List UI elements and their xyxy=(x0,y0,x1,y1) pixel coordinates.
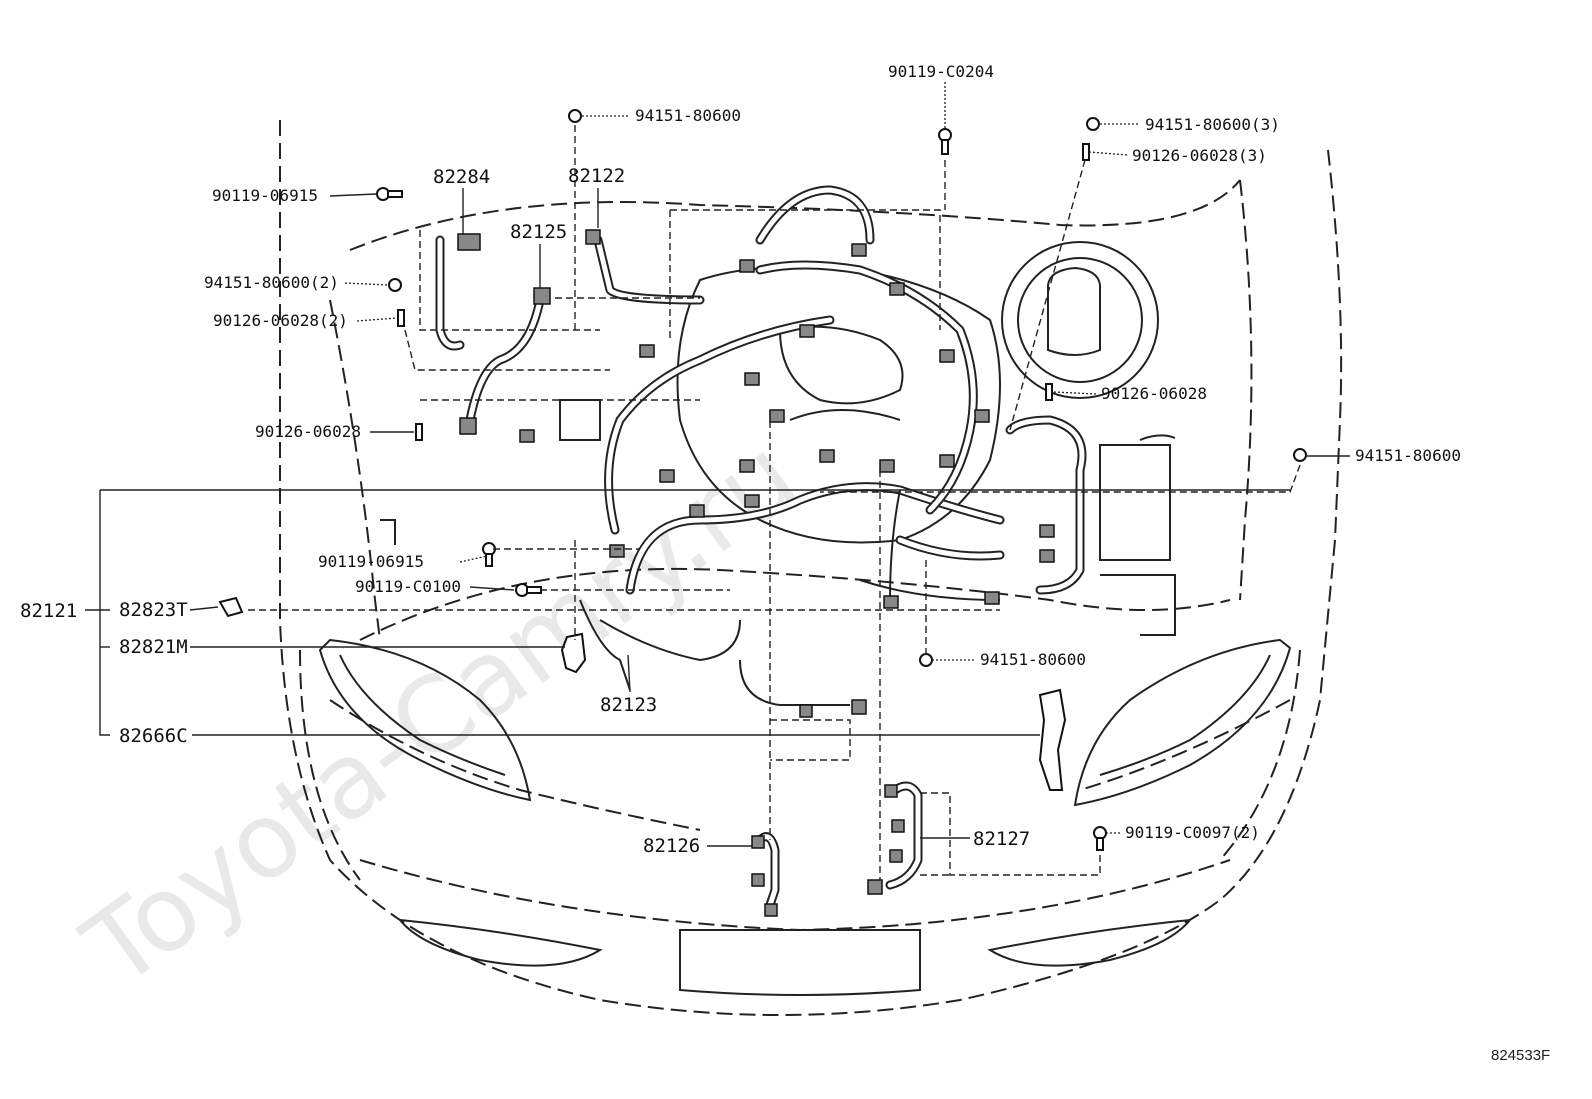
label-82821m: 82821M xyxy=(119,636,188,658)
bolt-90119-c0097-2 xyxy=(1093,826,1107,851)
clip-82823t xyxy=(218,596,244,618)
wire-82122 xyxy=(585,229,705,305)
fasteners xyxy=(376,109,1307,851)
callout-labels: 90119-C0204 94151-80600 94151-80600(3) 9… xyxy=(20,62,1461,857)
label-82666c: 82666C xyxy=(119,725,188,747)
label-90119-c0100: 90119-C0100 xyxy=(355,577,461,596)
bolt-90119-c0204 xyxy=(938,128,952,155)
leader-lines xyxy=(85,82,1350,847)
label-82284: 82284 xyxy=(433,166,490,188)
label-94151-80600-top: 94151-80600 xyxy=(635,106,741,125)
label-90126-06028-left: 90126-06028 xyxy=(255,422,361,441)
engine-wire-harness xyxy=(519,185,1087,718)
label-82122: 82122 xyxy=(568,165,625,187)
stud-90126-06028-3 xyxy=(1082,143,1090,161)
stud-90126-06028-2 xyxy=(397,309,405,327)
stud-90126-06028-left xyxy=(415,423,423,441)
bracket-82666c xyxy=(1038,688,1067,791)
label-90119-06915-top: 90119-06915 xyxy=(212,186,318,205)
label-82823t: 82823T xyxy=(119,599,188,621)
nut-94151-80600-2 xyxy=(388,278,402,292)
wire-82125 xyxy=(459,287,551,435)
reference-lines xyxy=(248,125,1301,880)
stud-90126-06028-right xyxy=(1045,383,1053,401)
label-82126: 82126 xyxy=(643,835,700,857)
nut-94151-80600-low xyxy=(919,653,933,667)
label-94151-80600-3: 94151-80600(3) xyxy=(1145,115,1280,134)
label-90119-c0097-2: 90119-C0097(2) xyxy=(1125,823,1260,842)
engine-bay-components xyxy=(380,241,1176,636)
label-94151-80600-right: 94151-80600 xyxy=(1355,446,1461,465)
label-82123: 82123 xyxy=(600,694,657,716)
figure-id: 824533F xyxy=(1491,1047,1550,1064)
label-90126-06028-right: 90126-06028 xyxy=(1101,384,1207,403)
nut-94151-80600-3 xyxy=(1086,117,1100,131)
wire-82127 xyxy=(867,781,923,895)
wire-82284 xyxy=(435,233,481,351)
label-90119-06915-mid: 90119-06915 xyxy=(318,552,424,571)
label-90126-06028-2: 90126-06028(2) xyxy=(213,311,348,330)
clamp-82821m xyxy=(560,632,587,674)
label-90119-c0204: 90119-C0204 xyxy=(888,62,994,81)
label-82125: 82125 xyxy=(510,221,567,243)
label-82127: 82127 xyxy=(973,828,1030,850)
nut-94151-80600-top xyxy=(568,109,582,123)
bolt-90119-06915-mid xyxy=(482,542,496,567)
label-82121: 82121 xyxy=(20,600,77,622)
label-90126-06028-3: 90126-06028(3) xyxy=(1132,146,1267,165)
nut-94151-80600-right xyxy=(1293,448,1307,462)
wire-82126 xyxy=(751,832,780,917)
label-94151-80600-low: 94151-80600 xyxy=(980,650,1086,669)
bolt-90119-06915-top xyxy=(376,187,403,201)
label-94151-80600-2: 94151-80600(2) xyxy=(204,273,339,292)
watermark: Toyota-Camry.ru xyxy=(62,415,819,1011)
